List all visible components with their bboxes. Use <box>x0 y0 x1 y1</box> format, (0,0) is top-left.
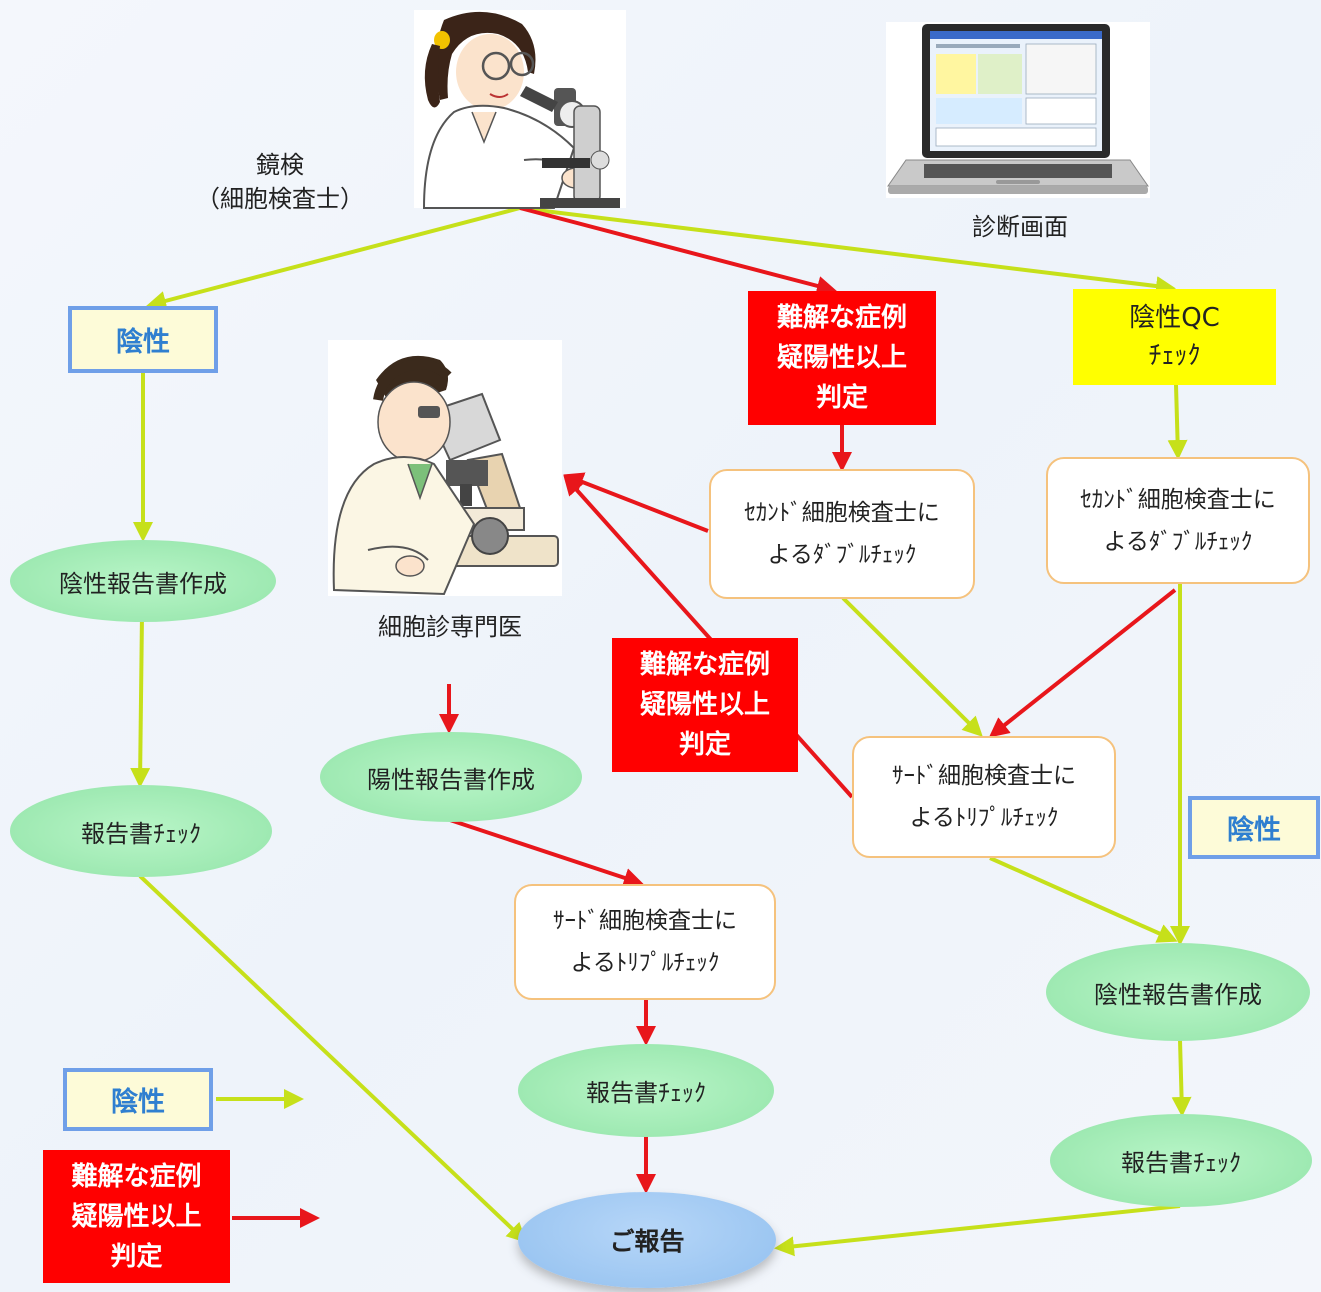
arrow-microscopy-to-negative <box>146 206 521 311</box>
diagnosis-screen-label: 診断画面 <box>972 213 1068 241</box>
legend-negative-box: 陰性 <box>63 1068 213 1131</box>
arrow-negative-report-to-check <box>1171 1039 1192 1117</box>
legend-difficult-box: 難解な症例 疑陽性以上 判定 <box>43 1150 230 1283</box>
negative-report-left: 陰性報告書作成 <box>10 540 276 622</box>
female-technician-microscope-icon <box>414 10 626 209</box>
arrow-report-to-check-left <box>130 613 151 788</box>
second-check-box-mid: ｾｶﾝﾄﾞ細胞検査士に よるﾀﾞﾌﾞﾙﾁｪｯｸ <box>709 469 975 599</box>
microscopy-label: 鏡検 （細胞検査士） <box>196 151 364 213</box>
male-doctor-microscope-icon <box>328 340 562 596</box>
report-check-left: 報告書ﾁｪｯｸ <box>10 785 272 877</box>
arrow-check-right-to-final <box>774 1204 1181 1257</box>
report-check-right: 報告書ﾁｪｯｸ <box>1050 1114 1312 1207</box>
negative-box-top: 陰性 <box>68 306 218 373</box>
laptop-icon <box>886 22 1150 198</box>
report-check-center: 報告書ﾁｪｯｸ <box>518 1044 774 1137</box>
arrow-positive-report-to-third <box>449 818 644 888</box>
difficult-case-box-top: 難解な症例 疑陽性以上 判定 <box>748 291 936 425</box>
arrow-microscopy-to-qc <box>519 206 1176 296</box>
second-check-box-right: ｾｶﾝﾄﾞ細胞検査士に よるﾀﾞﾌﾞﾙﾁｪｯｸ <box>1046 457 1310 584</box>
negative-box-right: 陰性 <box>1188 796 1320 859</box>
negative-qc-box: 陰性QC ﾁｪｯｸ <box>1073 289 1276 385</box>
arrow-second-mid-to-third <box>841 596 983 737</box>
difficult-case-box-mid: 難解な症例 疑陽性以上 判定 <box>612 638 798 772</box>
negative-report-right: 陰性報告書作成 <box>1046 943 1310 1041</box>
arrow-third-right-to-negative-report <box>989 856 1178 943</box>
positive-report: 陽性報告書作成 <box>320 732 582 822</box>
arrow-qc-to-second <box>1167 384 1188 460</box>
cytopathologist-label: 細胞診専門医 <box>378 613 522 641</box>
third-check-box-center: ｻｰﾄﾞ細胞検査士に よるﾄﾘﾌﾟﾙﾁｪｯｸ <box>514 884 776 1000</box>
arrow-microscopy-to-difficult <box>519 206 837 296</box>
arrow-third-to-doctor <box>563 475 854 799</box>
arrow-check-left-to-final <box>138 874 527 1243</box>
arrow-second-to-doctor <box>563 472 709 533</box>
third-check-box-right: ｻｰﾄﾞ細胞検査士に よるﾄﾘﾌﾟﾙﾁｪｯｸ <box>852 736 1116 858</box>
arrow-second-right-to-third <box>988 588 1177 738</box>
final-report-node: ご報告 <box>518 1192 776 1288</box>
